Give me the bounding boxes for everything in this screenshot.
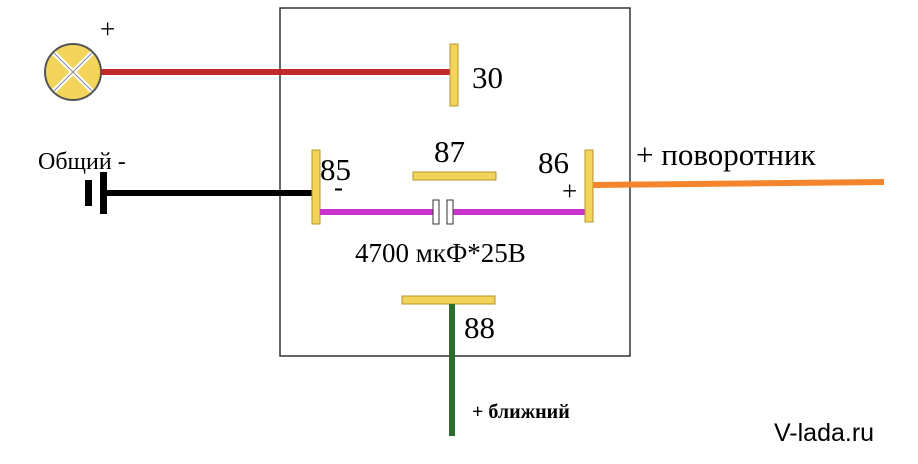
lamp-cross-icon bbox=[44, 43, 102, 101]
terminal-88 bbox=[401, 295, 496, 305]
ground-battery-icon bbox=[85, 172, 107, 214]
terminal-30 bbox=[449, 43, 459, 107]
lamp-plus-label: + bbox=[100, 14, 115, 44]
capacitor-label: 4700 мкФ*25В bbox=[355, 238, 526, 268]
terminal-30-label: 30 bbox=[472, 60, 503, 95]
terminal-86 bbox=[584, 149, 594, 223]
terminal-85-label: 85 bbox=[320, 152, 351, 187]
terminal-87 bbox=[412, 171, 497, 181]
terminal-88-label: 88 bbox=[464, 310, 495, 345]
capacitor-icon bbox=[432, 199, 454, 225]
terminal-87-label: 87 bbox=[434, 134, 465, 169]
terminal-85-minus: - bbox=[334, 172, 343, 202]
terminal-86-label: 86 bbox=[538, 145, 569, 180]
watermark: V-lada.ru bbox=[774, 419, 874, 447]
turn-signal-wire bbox=[592, 179, 885, 188]
terminal-85 bbox=[311, 149, 321, 225]
terminal-86-plus: + bbox=[562, 176, 577, 206]
common-ground-label: Общий - bbox=[38, 149, 126, 175]
turn-signal-label: + поворотник bbox=[636, 137, 817, 172]
low-beam-label: + ближний bbox=[472, 401, 570, 423]
